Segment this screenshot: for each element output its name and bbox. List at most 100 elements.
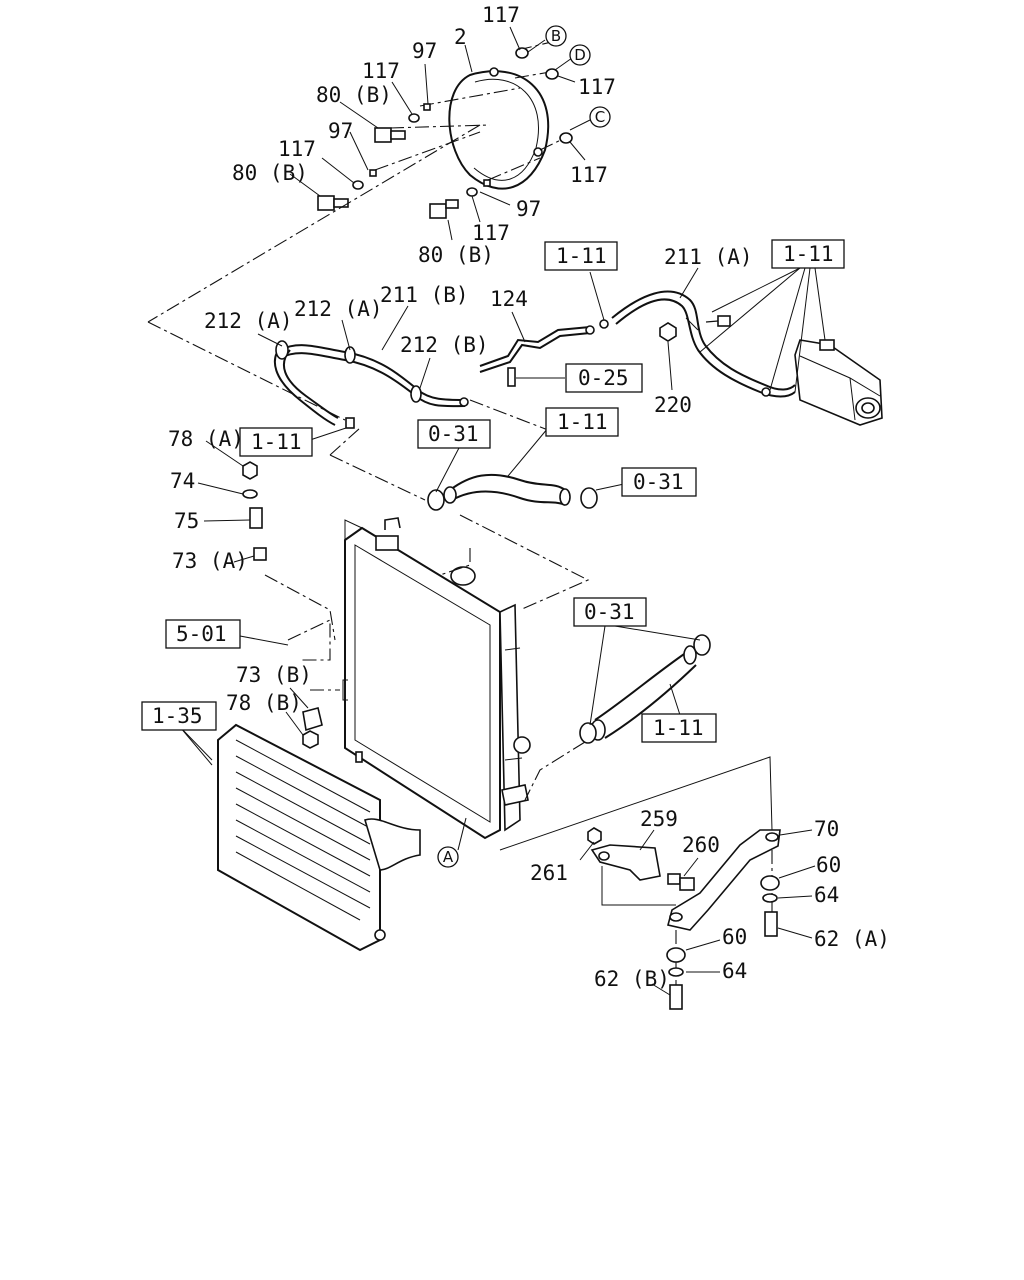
bolt-80b-lower (429, 199, 459, 219)
nut-220 (659, 322, 677, 342)
label-78b: 78 (B) (226, 691, 302, 715)
plug-73a-icon (253, 547, 267, 561)
ref-box-label: 0-25 (578, 366, 629, 390)
ref-box[interactable]: 0-25 (565, 363, 643, 393)
label-78a: 78 (A) (168, 427, 244, 451)
label-124: 124 (490, 287, 528, 311)
ref-box[interactable]: 1-11 (771, 239, 845, 269)
label-70: 70 (814, 817, 839, 841)
ref-box-label: 1-11 (783, 242, 834, 266)
washer-117-icon (515, 47, 529, 59)
clip-icon (345, 417, 355, 429)
clip-icon (761, 387, 771, 397)
intercooler (217, 723, 421, 952)
label-117: 117 (362, 59, 400, 83)
label-259: 259 (640, 807, 678, 831)
hose-clamp-icon (427, 489, 445, 511)
radiator (342, 517, 531, 840)
ref-box-label: 1-11 (557, 410, 608, 434)
hose-211a (611, 290, 796, 398)
nut-78a-icon (242, 461, 258, 480)
svg-text:C: C (595, 108, 605, 126)
nut-261-icon (587, 827, 602, 845)
fan-shroud-ring (448, 67, 550, 190)
label-212a: 212 (A) (294, 297, 383, 321)
ref-box[interactable]: 0-31 (417, 419, 491, 449)
label-97: 97 (516, 197, 541, 221)
label-74: 74 (170, 469, 195, 493)
ref-box-label: 0-31 (633, 470, 684, 494)
clamp-212b-icon (410, 385, 422, 403)
label-211a: 211 (A) (664, 245, 753, 269)
label-60: 60 (816, 853, 841, 877)
upper-radiator-hose (443, 473, 571, 506)
pipe-124 (479, 325, 595, 387)
label-73b: 73 (B) (236, 663, 312, 687)
label-80b: 80 (B) (232, 161, 308, 185)
washer-64-icon (762, 893, 778, 903)
ref-box[interactable]: 5-01 (165, 619, 241, 649)
label-117: 117 (472, 221, 510, 245)
label-220: 220 (654, 393, 692, 417)
bolt-icon (717, 315, 731, 327)
label-97: 97 (412, 39, 437, 63)
hose-212a-left (273, 344, 339, 426)
plug-75-icon (249, 507, 263, 529)
label-2: 2 (454, 25, 467, 49)
ref-box-label: 5-01 (176, 622, 227, 646)
washer-64-icon (668, 967, 684, 977)
label-260: 260 (682, 833, 720, 857)
bracket-70 (667, 829, 781, 931)
ref-box-label: 0-31 (584, 600, 635, 624)
clamp-212a-icon (344, 346, 356, 364)
bolt-80b-left (317, 195, 349, 211)
ref-box[interactable]: 0-31 (573, 597, 647, 627)
label-62b: 62 (B) (594, 967, 670, 991)
label-117: 117 (570, 163, 608, 187)
label-60: 60 (722, 925, 747, 949)
svg-text:B: B (551, 27, 561, 45)
bolt-260-icon (667, 873, 681, 885)
nut-97-icon (483, 179, 491, 187)
washer-117-icon (559, 132, 573, 144)
clip-icon (459, 397, 469, 407)
washer-74-icon (242, 489, 258, 499)
ref-box-label: 1-11 (556, 244, 607, 268)
nut-97-icon (369, 169, 377, 177)
nut-97-icon (423, 103, 431, 111)
label-62a: 62 (A) (814, 927, 890, 951)
hose-clamp-icon (580, 487, 598, 509)
svg-text:D: D (574, 46, 586, 64)
label-212b: 212 (B) (400, 333, 489, 357)
washer-117-icon (545, 68, 559, 80)
ref-box[interactable]: 1-11 (545, 407, 619, 437)
nut-78b-icon (302, 730, 319, 749)
ref-box[interactable]: 1-11 (239, 427, 313, 457)
reservoir-tank (794, 339, 883, 426)
ref-box[interactable]: 0-31 (621, 467, 697, 497)
label-211b: 211 (B) (380, 283, 469, 307)
label-80b: 80 (B) (316, 83, 392, 107)
washer-117-icon (466, 187, 478, 197)
circled-letter-b: B (545, 25, 567, 47)
washer-117-icon (352, 180, 364, 190)
ref-box-label: 1-35 (152, 704, 203, 728)
clamp-212a-icon (275, 340, 289, 360)
washer-117-icon (408, 113, 420, 123)
bolt-260-icon (679, 877, 695, 891)
bolt-62a-icon (764, 911, 778, 937)
hose-211b (279, 344, 466, 408)
ref-box[interactable]: 1-35 (141, 701, 217, 731)
label-64: 64 (722, 959, 747, 983)
hose-clamp-icon (579, 722, 597, 744)
bolt-62b-icon (669, 984, 683, 1010)
label-73a: 73 (A) (172, 549, 248, 573)
ref-box[interactable]: 1-11 (641, 713, 717, 743)
bracket-259 (590, 844, 661, 881)
label-212a: 212 (A) (204, 309, 293, 333)
ref-box-label: 0-31 (428, 422, 479, 446)
ref-box-label: 1-11 (653, 716, 704, 740)
label-97: 97 (328, 119, 353, 143)
ref-box[interactable]: 1-11 (544, 241, 618, 271)
